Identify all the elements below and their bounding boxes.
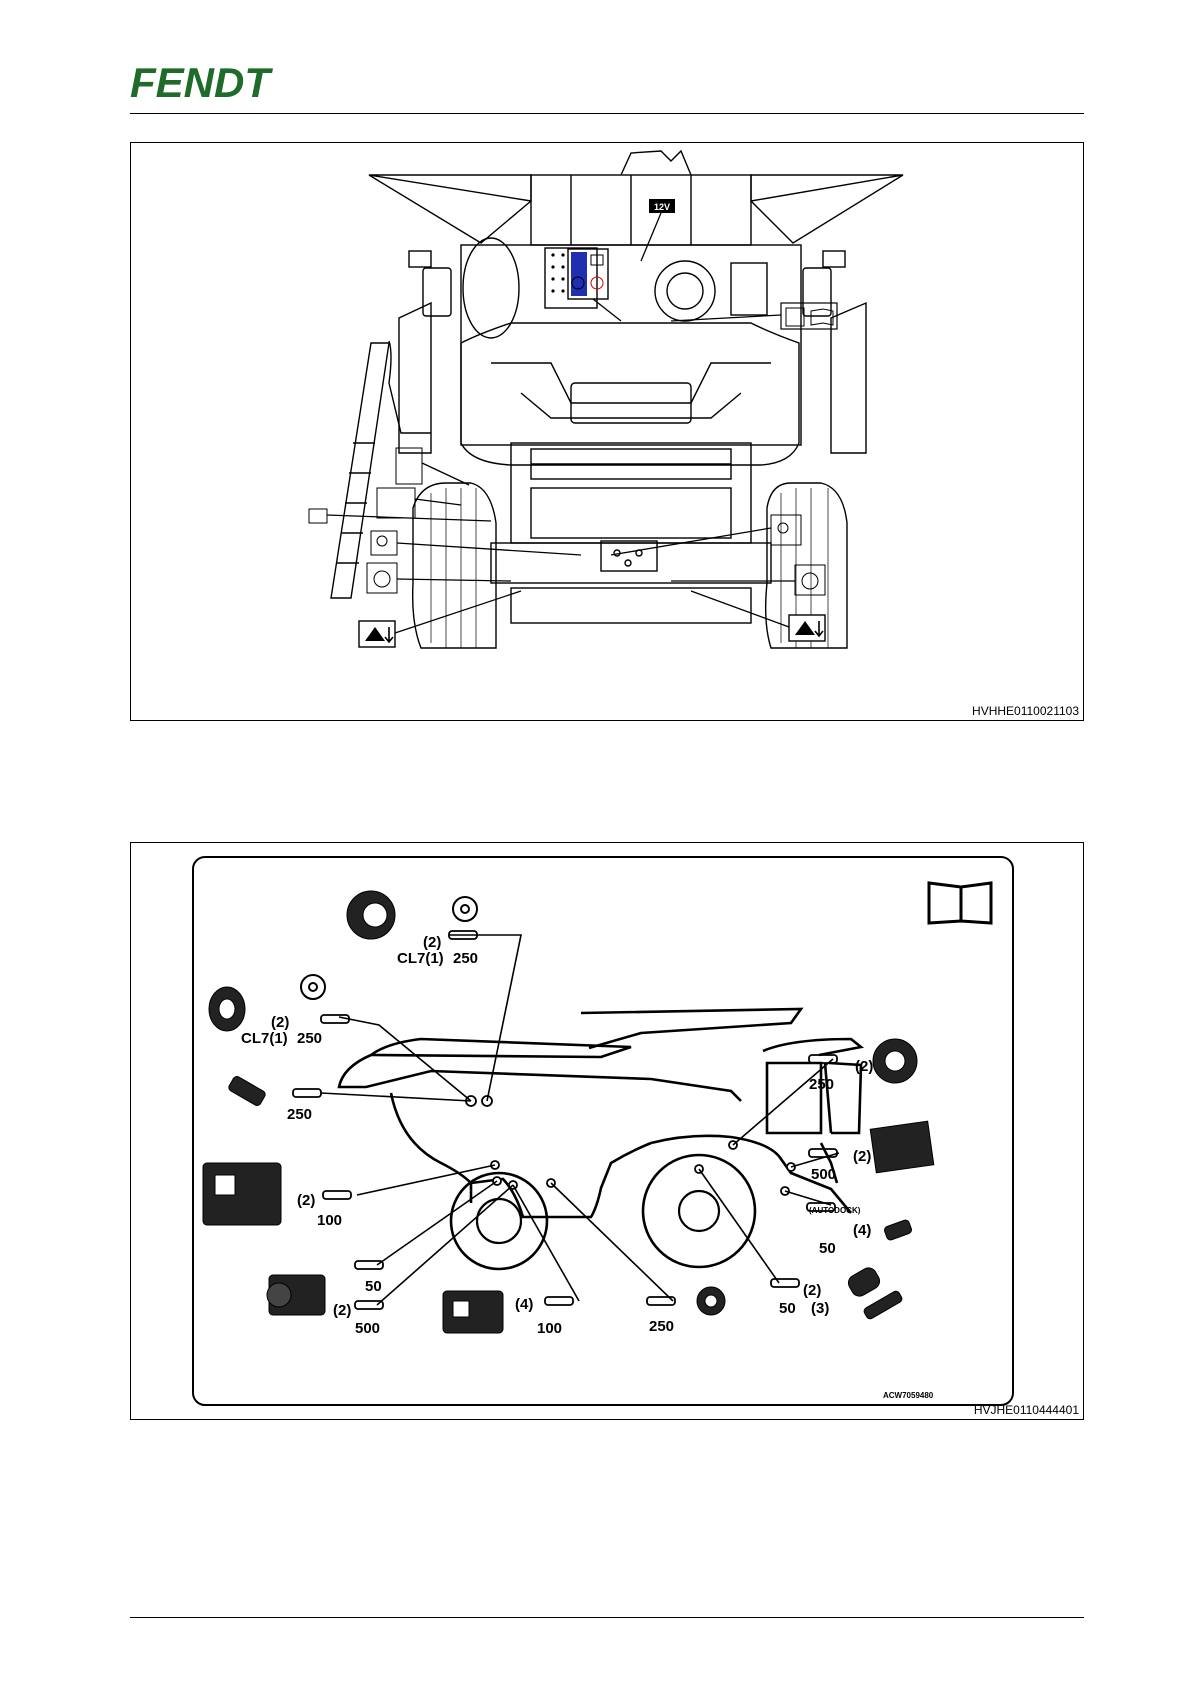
header-rule: [130, 113, 1084, 114]
label-a-interval: 250: [453, 950, 478, 967]
feeder-icon: [203, 1163, 281, 1225]
label-b-interval: 250: [297, 1030, 322, 1047]
footer-rule: [130, 1617, 1084, 1618]
pulley-icon: [873, 1039, 917, 1083]
manual-icon: [929, 883, 991, 923]
svg-text:12V: 12V: [654, 202, 670, 212]
label-k-note: (AUTODOCK): [809, 1206, 861, 1215]
label-a-count: (2): [423, 934, 441, 951]
reel-icon: [347, 891, 395, 939]
figure-rear-view: 12V: [130, 142, 1084, 721]
label-k-interval: 50: [819, 1240, 836, 1257]
label-i-count: (2): [855, 1058, 873, 1075]
label-b-count: (2): [271, 1014, 289, 1031]
label-f-interval: 500: [355, 1320, 380, 1337]
label-f-count: (2): [333, 1302, 351, 1319]
label-l-count2: (3): [811, 1300, 829, 1317]
component-icons: [203, 891, 934, 1333]
figure-id: HVHHE0110021103: [972, 704, 1079, 718]
label-d-count: (2): [297, 1192, 315, 1209]
sprocket-icon: [301, 975, 325, 999]
decal-12v-top: 12V: [649, 199, 675, 213]
sprocket-icon: [453, 897, 477, 921]
combine-outline: [339, 1009, 861, 1217]
fendt-logo: FENDT: [130, 64, 330, 102]
lube-labels: (2) CL7(1) 250 (2) CL7(1) 250 250 (2) 10…: [241, 934, 934, 1400]
label-g-count: (4): [515, 1296, 533, 1313]
gearbox-icon: [267, 1275, 325, 1315]
label-g-interval: 100: [537, 1320, 562, 1337]
lubrication-drawing: (2) CL7(1) 250 (2) CL7(1) 250 250 (2) 10…: [131, 843, 1082, 1418]
grease-symbols: [293, 931, 837, 1309]
rear-view-drawing: 12V: [131, 143, 1082, 719]
label-j-count: (2): [853, 1148, 871, 1165]
label-d-interval: 100: [317, 1212, 342, 1229]
chopper-icon: [443, 1291, 503, 1333]
decal-left-stack: [309, 448, 825, 595]
label-b-oil: CL7(1): [241, 1030, 288, 1047]
drawing-ref: ACW7059480: [883, 1391, 934, 1400]
label-e-interval: 50: [365, 1278, 382, 1295]
label-k-count: (4): [853, 1222, 871, 1239]
label-a-oil: CL7(1): [397, 950, 444, 967]
radiator-icon: [870, 1121, 934, 1173]
label-l-interval: 50: [779, 1300, 796, 1317]
connector-icon: [883, 1219, 912, 1241]
shaft-icon: [846, 1265, 904, 1320]
label-l-count: (2): [803, 1282, 821, 1299]
label-i-interval: 250: [809, 1076, 834, 1093]
label-j-interval: 500: [811, 1166, 836, 1183]
label-h-interval: 250: [649, 1318, 674, 1335]
bearing-icon: [697, 1287, 725, 1315]
fendt-logo-text: FENDT: [130, 64, 273, 102]
sensor-icon: [227, 1075, 266, 1107]
decal-blue-panel: [568, 249, 608, 299]
roller-icon: [209, 987, 245, 1031]
label-c-interval: 250: [287, 1106, 312, 1123]
jack-point-right: [789, 615, 825, 641]
figure-id: HVJHE0110444401: [974, 1403, 1079, 1417]
figure-lubrication-chart: (2) CL7(1) 250 (2) CL7(1) 250 250 (2) 10…: [130, 842, 1084, 1420]
jack-point-left: [359, 621, 395, 647]
